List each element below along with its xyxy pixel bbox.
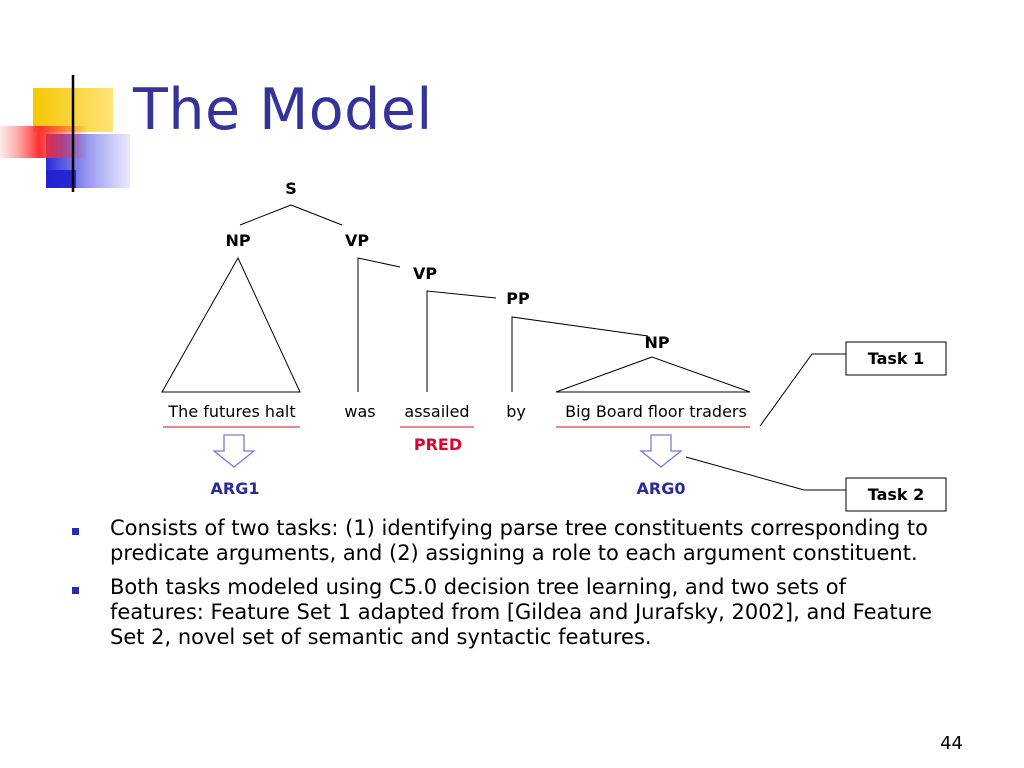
- node-vp-top: VP: [345, 231, 369, 250]
- edge-pp-by: [511, 316, 649, 392]
- node-s: S: [285, 179, 297, 198]
- slide-title: The Model: [133, 77, 433, 143]
- corner-decoration: [0, 75, 1000, 192]
- page-number: 44: [940, 733, 963, 754]
- bullet-list: Consists of two tasks: (1) identifying p…: [72, 516, 938, 659]
- leaf-by: by: [506, 402, 526, 421]
- pred-label: PRED: [414, 435, 462, 454]
- leaf-big-board-floor-traders: Big Board floor traders: [565, 402, 747, 421]
- leaf-the-futures-halt: The futures halt: [167, 402, 295, 421]
- task1-label: Task 1: [868, 349, 925, 368]
- bullet-text: Consists of two tasks: (1) identifying p…: [110, 516, 928, 565]
- bullet-item: Both tasks modeled using C5.0 decision t…: [72, 575, 938, 650]
- edge-vp-was: [357, 257, 401, 392]
- node-np-right: NP: [644, 333, 669, 352]
- task2-leader-line: [685, 456, 846, 491]
- down-arrow-icon: [639, 434, 683, 468]
- np-right-triangle: [555, 356, 751, 393]
- node-np-left: NP: [225, 231, 250, 250]
- square-bullet-icon: [72, 528, 79, 535]
- task2-box: [845, 477, 947, 512]
- edge-s-vp: [290, 204, 343, 226]
- bullet-item: Consists of two tasks: (1) identifying p…: [72, 516, 938, 566]
- edge-vp-assailed: [426, 290, 497, 392]
- task1-box: [845, 341, 947, 376]
- task1-leader-line: [759, 353, 846, 427]
- node-vp-mid: VP: [413, 264, 437, 283]
- arg0-label: ARG0: [637, 479, 686, 498]
- np-left-triangle: [161, 256, 301, 393]
- down-arrow-icon: [212, 434, 256, 468]
- task2-label: Task 2: [868, 485, 925, 504]
- red-bar: [0, 126, 86, 158]
- node-pp: PP: [506, 289, 530, 308]
- leaf-assailed: assailed: [404, 402, 469, 421]
- edge-s-np: [239, 204, 292, 226]
- leaf-was: was: [344, 402, 375, 421]
- square-bullet-icon: [72, 587, 79, 594]
- bullet-text: Both tasks modeled using C5.0 decision t…: [110, 575, 933, 649]
- arg1-label: ARG1: [211, 479, 260, 498]
